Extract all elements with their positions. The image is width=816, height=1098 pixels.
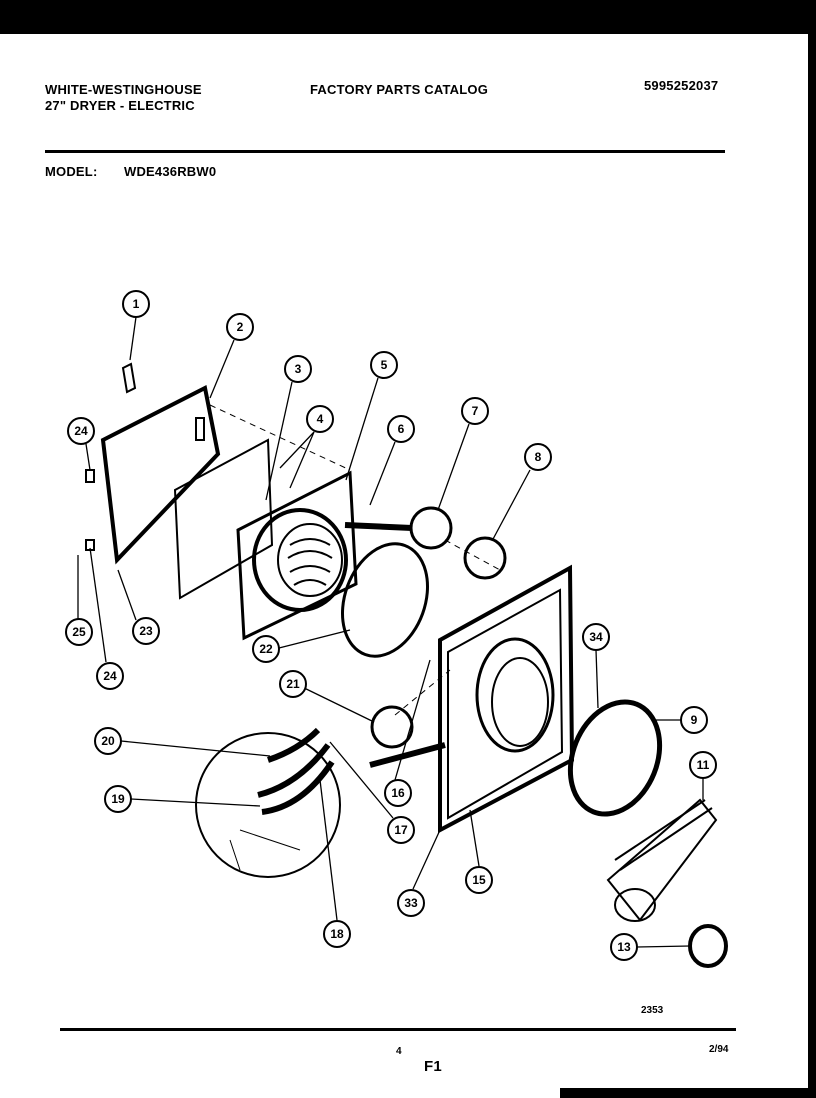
part-door-inner: [173, 438, 274, 600]
callout-2: 2: [226, 313, 254, 341]
svg-text:6: 6: [398, 422, 405, 436]
callout-17: 17: [387, 816, 415, 844]
svg-text:11: 11: [697, 758, 710, 772]
part-front-seal: [567, 699, 663, 817]
callout-16: 16: [384, 779, 412, 807]
callout-15: 15: [465, 866, 493, 894]
header-rule: [45, 150, 725, 153]
svg-text:24: 24: [74, 424, 88, 438]
top-black-border: [0, 0, 816, 34]
callout-4: 4: [306, 405, 334, 433]
model-value: WDE436RBW0: [124, 164, 217, 179]
callout-18: 18: [323, 920, 351, 948]
product-name: 27" DRYER - ELECTRIC: [45, 98, 195, 113]
callout-33: 33: [397, 889, 425, 917]
part-door-window-inner: [277, 523, 343, 597]
svg-text:4: 4: [317, 412, 324, 426]
part-7: [409, 506, 453, 550]
drawing-number: 2353: [641, 1005, 664, 1016]
svg-text:9: 9: [691, 713, 698, 727]
part-8: [463, 536, 507, 580]
revision-date: 2/94: [709, 1044, 729, 1055]
detail-circle: [195, 732, 341, 878]
part-door-seal: [340, 542, 430, 658]
callout-13: 13: [610, 933, 638, 961]
svg-text:19: 19: [111, 792, 125, 806]
svg-text:3: 3: [295, 362, 302, 376]
part-21: [370, 705, 414, 749]
part-door-window: [252, 508, 348, 612]
svg-text:17: 17: [394, 823, 408, 837]
callout-11: 11: [689, 751, 717, 779]
page-number: 4: [396, 1046, 402, 1057]
callout-9: 9: [680, 706, 708, 734]
part-door-outer: [100, 385, 221, 565]
part-door-latch: [195, 417, 205, 441]
callout-23: 23: [132, 617, 160, 645]
svg-text:20: 20: [101, 734, 115, 748]
footer-rule: [60, 1028, 736, 1031]
right-black-border: [808, 0, 816, 1098]
callout-7: 7: [461, 397, 489, 425]
callout-8: 8: [524, 443, 552, 471]
svg-text:7: 7: [472, 404, 479, 418]
callout-19: 19: [104, 785, 132, 813]
callout-21: 21: [279, 670, 307, 698]
callout-20: 20: [94, 727, 122, 755]
callout-22: 22: [252, 635, 280, 663]
catalog-number: 5995252037: [644, 78, 719, 93]
svg-text:5: 5: [381, 358, 388, 372]
part-grommet: [688, 924, 728, 968]
callout-3: 3: [284, 355, 312, 383]
model-label: MODEL:: [45, 164, 98, 179]
callout-24-lower: 24: [96, 662, 124, 690]
svg-text:21: 21: [286, 677, 300, 691]
callout-34: 34: [582, 623, 610, 651]
svg-text:2: 2: [237, 320, 244, 334]
brand-name: WHITE-WESTINGHOUSE: [45, 82, 202, 97]
svg-text:1: 1: [133, 297, 140, 311]
svg-text:22: 22: [259, 642, 273, 656]
part-door-opening: [475, 637, 555, 753]
svg-text:33: 33: [404, 896, 418, 910]
section-code: F1: [424, 1058, 442, 1075]
bottom-black-border: [560, 1088, 816, 1098]
svg-text:34: 34: [589, 630, 603, 644]
svg-text:18: 18: [330, 927, 344, 941]
svg-text:16: 16: [391, 786, 405, 800]
callout-6: 6: [387, 415, 415, 443]
callout-5: 5: [370, 351, 398, 379]
svg-text:15: 15: [472, 873, 486, 887]
svg-text:24: 24: [103, 669, 117, 683]
callout-1: 1: [122, 290, 150, 318]
svg-text:25: 25: [72, 625, 86, 639]
part-clip-upper: [85, 469, 95, 483]
callout-25: 25: [65, 618, 93, 646]
callout-24-upper: 24: [67, 417, 95, 445]
part-hinge: [121, 362, 137, 394]
svg-text:23: 23: [139, 624, 153, 638]
part-door-front: [236, 470, 358, 641]
svg-text:13: 13: [617, 940, 631, 954]
svg-text:8: 8: [535, 450, 542, 464]
part-lint-housing: [606, 798, 718, 922]
catalog-title: FACTORY PARTS CATALOG: [310, 82, 489, 97]
